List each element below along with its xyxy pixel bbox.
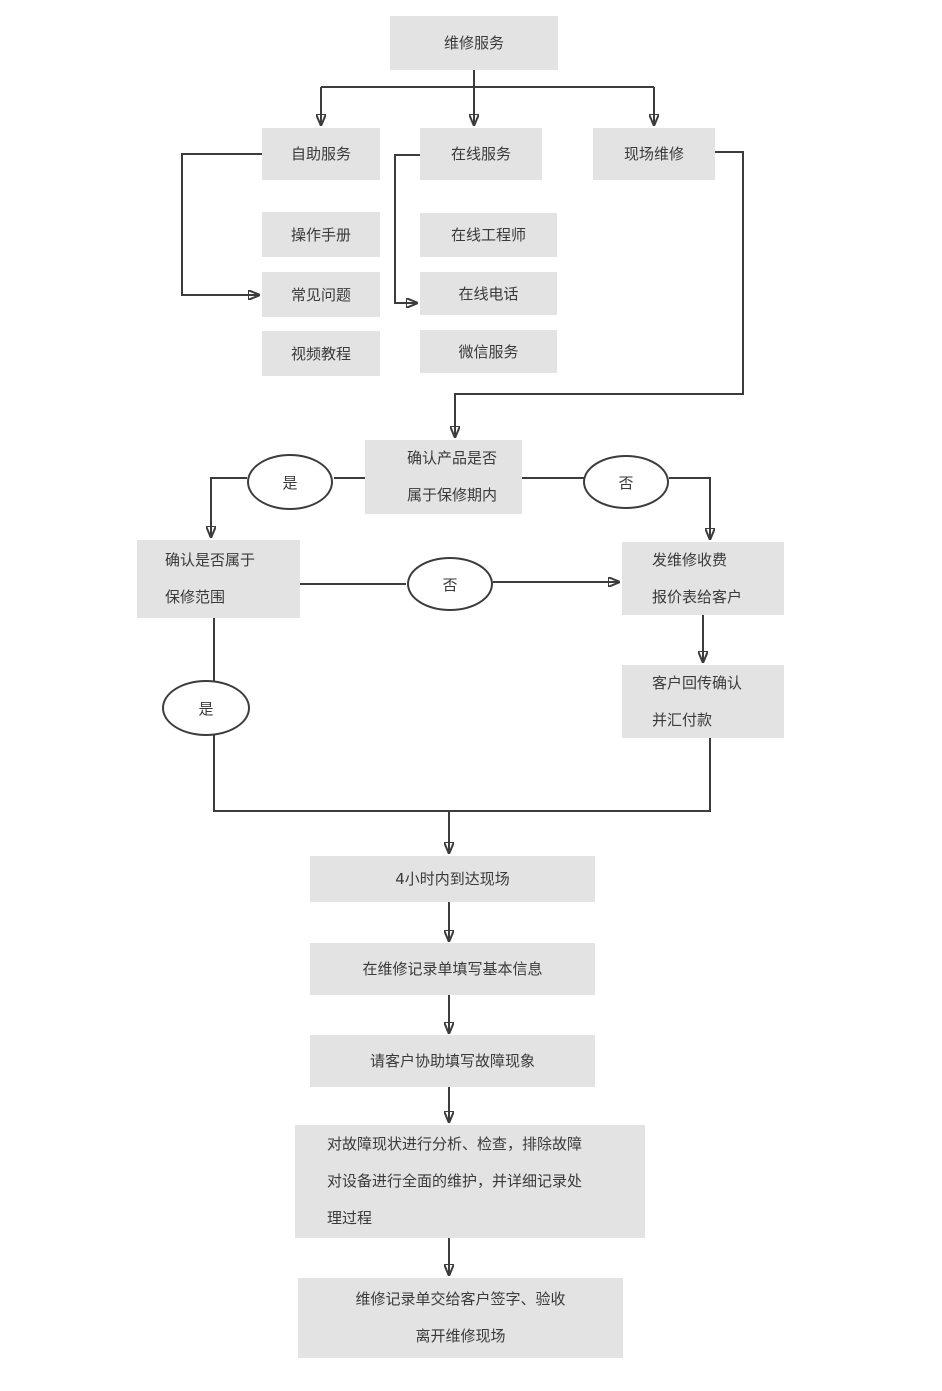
decision-no-mid: 否 [407, 557, 493, 611]
node-online-service: 在线服务 [420, 128, 542, 180]
node-confirm-warranty-period: 确认产品是否 属于保修期内 [365, 440, 522, 514]
node-label-line: 发维修收费 [652, 550, 728, 569]
connector-online-service-to-phone [394, 154, 420, 303]
decision-label: 是 [198, 699, 214, 718]
node-label: 现场维修 [623, 145, 684, 163]
node-label-line: 理过程 [327, 1209, 373, 1227]
node-label: 视频教程 [290, 344, 351, 363]
decision-label: 否 [618, 473, 634, 492]
connector-yes-to-confirm-scope [211, 477, 247, 537]
decision-label: 否 [442, 575, 458, 594]
node-onsite-repair: 现场维修 [593, 128, 715, 180]
node-label: 在线电话 [458, 284, 519, 303]
node-customer-fill-fault: 请客户协助填写故障现象 [310, 1035, 595, 1087]
node-video-tutorial: 视频教程 [262, 331, 380, 376]
node-analyze-and-fix: 对故障现状进行分析、检查，排除故障 对设备进行全面的维护，并详细记录处 理过程 [295, 1125, 645, 1238]
node-faq: 常见问题 [262, 272, 380, 317]
node-label: 维修服务 [443, 34, 504, 52]
node-label: 在线服务 [450, 145, 511, 163]
node-operation-manual: 操作手册 [262, 212, 380, 257]
node-label-line: 离开维修现场 [415, 1327, 506, 1345]
node-label-line: 对故障现状进行分析、检查，排除故障 [327, 1135, 583, 1153]
node-wechat-service: 微信服务 [420, 330, 557, 373]
node-label-line: 确认是否属于 [165, 551, 256, 569]
node-label-line: 确认产品是否 [407, 449, 498, 467]
node-label-line: 客户回传确认 [652, 673, 743, 692]
connector-no-to-send-quotation [669, 477, 710, 539]
node-customer-confirm-payment: 客户回传确认 并汇付款 [622, 665, 784, 738]
node-label-line: 并汇付款 [652, 710, 713, 729]
decision-no-top: 否 [583, 455, 669, 509]
node-online-phone: 在线电话 [420, 272, 557, 315]
node-repair-service: 维修服务 [390, 16, 558, 70]
node-label-line: 保修范围 [165, 588, 226, 606]
node-self-service: 自助服务 [262, 128, 380, 180]
node-label: 4小时内到达现场 [395, 870, 510, 888]
node-label: 自助服务 [290, 145, 351, 163]
node-arrive-4h: 4小时内到达现场 [310, 856, 595, 902]
node-online-engineer: 在线工程师 [420, 213, 557, 257]
node-label: 在线工程师 [450, 226, 526, 244]
node-label-line: 报价表给客户 [652, 587, 743, 606]
node-label-line: 维修记录单交给客户签字、验收 [355, 1290, 566, 1308]
node-sign-and-leave: 维修记录单交给客户签字、验收 离开维修现场 [298, 1278, 623, 1358]
connector-onsite-to-confirm-period [455, 151, 744, 437]
node-send-quotation: 发维修收费 报价表给客户 [622, 542, 784, 615]
node-fill-basic-info: 在维修记录单填写基本信息 [310, 943, 595, 995]
node-label-line: 属于保修期内 [407, 486, 498, 504]
node-confirm-warranty-scope: 确认是否属于 保修范围 [137, 540, 300, 618]
node-label-line: 对设备进行全面的维护，并详细记录处 [327, 1172, 583, 1190]
node-label: 在维修记录单填写基本信息 [362, 960, 543, 978]
node-label: 微信服务 [458, 342, 519, 361]
node-label: 请客户协助填写故障现象 [369, 1052, 535, 1070]
decision-yes-top: 是 [247, 454, 333, 510]
decision-yes-bottom: 是 [162, 680, 250, 736]
node-label: 常见问题 [290, 285, 351, 304]
decision-label: 是 [282, 473, 298, 492]
node-label: 操作手册 [290, 225, 351, 244]
connector-self-service-to-faq [181, 153, 262, 295]
